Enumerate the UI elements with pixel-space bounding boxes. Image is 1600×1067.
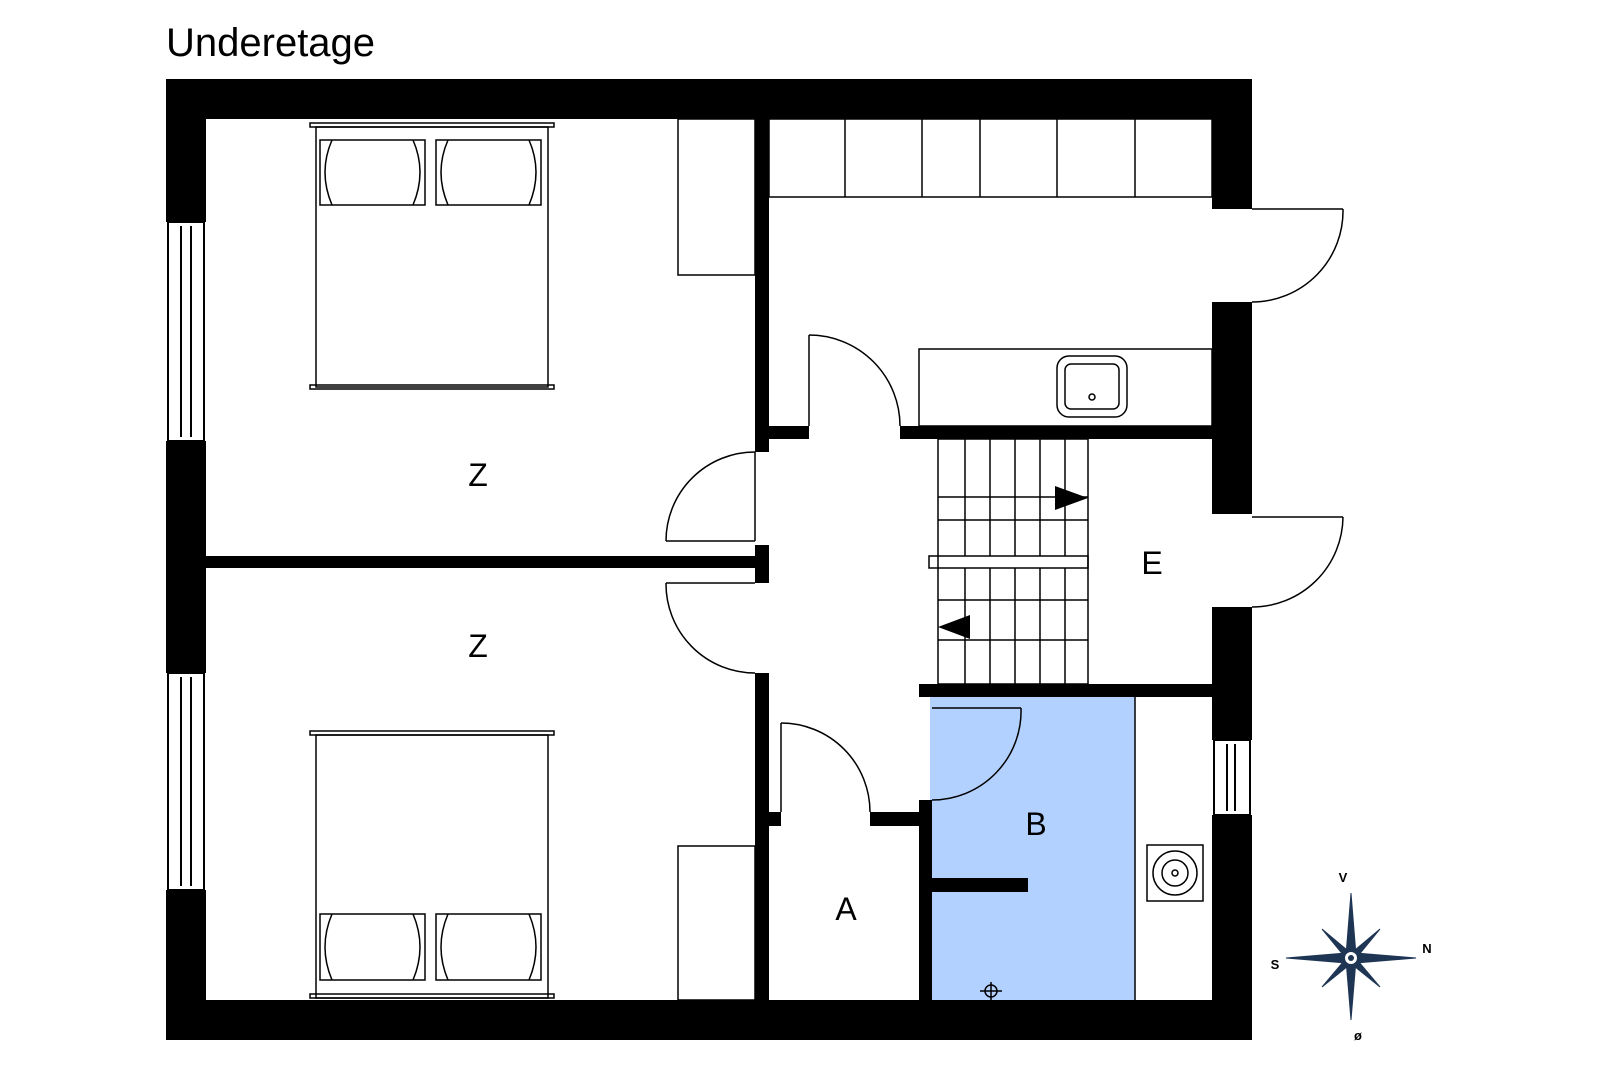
compass-west-label: V <box>1339 870 1348 885</box>
toilet <box>1146 844 1204 902</box>
compass-rose: V ø N S <box>1271 870 1432 1043</box>
stair-arrow-down <box>938 615 970 639</box>
compass-east-label: ø <box>1354 1028 1362 1043</box>
stair-arrow-up <box>1055 486 1088 510</box>
door-swings <box>665 208 1344 813</box>
room-label-bedroom-lower: Z <box>468 628 488 664</box>
window-right <box>1213 739 1251 816</box>
window-left-lower <box>167 672 205 891</box>
wardrobe-upper <box>677 118 756 276</box>
compass-south-label: S <box>1271 957 1280 972</box>
room-label-bedroom-upper: Z <box>468 457 488 493</box>
kitchen-counter <box>918 348 1213 427</box>
wardrobe-lower <box>677 845 756 1001</box>
room-label-entrance: E <box>1141 545 1162 581</box>
bathroom-floor <box>930 697 1135 1000</box>
double-bed-upper <box>309 122 555 390</box>
floor-title: Underetage <box>166 21 376 65</box>
storage-shelves <box>768 118 1213 198</box>
outer-walls <box>166 79 1252 1040</box>
double-bed-lower <box>309 730 555 999</box>
room-label-utility: A <box>835 891 857 927</box>
room-label-bathroom: B <box>1025 806 1046 842</box>
interior-walls <box>206 119 1212 1000</box>
compass-north-label: N <box>1422 941 1431 956</box>
floor-drain <box>980 982 1002 1000</box>
window-left-upper <box>167 221 205 442</box>
staircase <box>928 438 1089 685</box>
